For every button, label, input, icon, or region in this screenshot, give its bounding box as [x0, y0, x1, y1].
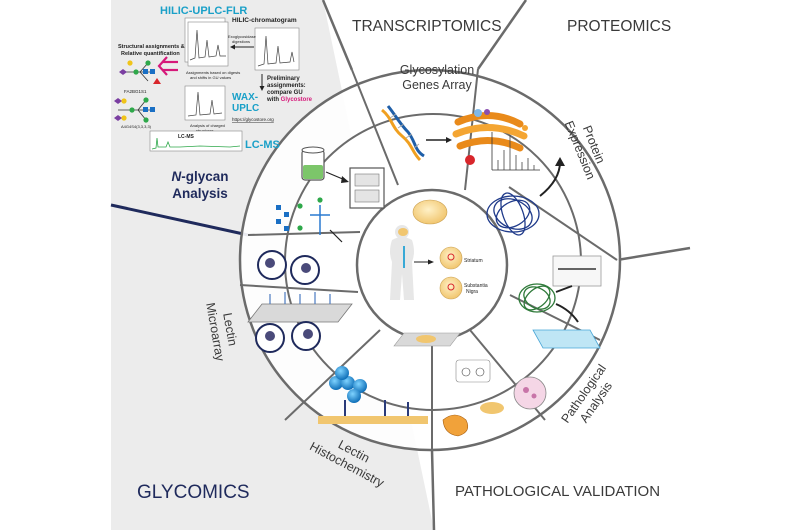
tissue-slice-icon — [480, 402, 504, 414]
substantia-nigra-label-2: Nigra — [466, 289, 478, 295]
curved-arrowhead — [555, 157, 565, 166]
protein-blob-green-icon — [518, 283, 556, 313]
gene-arrowhead — [446, 137, 452, 143]
nglycan-label-line-1: N-glycan — [171, 169, 228, 184]
western-blot-icon — [552, 255, 602, 287]
magenta-arrow — [157, 56, 178, 76]
striatum-marker — [447, 253, 455, 261]
center-arrowhead — [428, 259, 434, 265]
glycan-code-1: FA2BG1S1 — [124, 89, 147, 94]
glycosylation-label-2: Genes Array — [402, 78, 472, 92]
lcms-title: LC-MS — [245, 139, 280, 151]
brain-icon — [412, 199, 448, 225]
slide-tissue-icon — [416, 335, 436, 343]
split-arrow-up — [555, 285, 573, 293]
preliminary-line-2: assignments: — [267, 83, 306, 89]
wax-chromatogram-box — [184, 85, 226, 121]
histology-dot-1 — [523, 387, 529, 393]
pathology-cell-1 — [461, 367, 471, 377]
striatum-brain-icon — [439, 246, 463, 270]
preliminary-line-3: compare GU — [267, 90, 303, 96]
nglycan-label-line-2: Analysis — [172, 186, 228, 201]
lectin-microarray-icon — [247, 250, 353, 353]
glycan-structure-icon-2 — [114, 97, 155, 123]
glycomics-divider — [110, 203, 249, 237]
preliminary-line-4: with Glycostore — [266, 97, 313, 103]
preliminary-line-1: Preliminary — [267, 76, 300, 82]
striatum-label: Striatum — [464, 258, 483, 264]
human-silhouette-icon — [390, 237, 414, 300]
glycan-structure-icon-1 — [119, 60, 161, 84]
prelim-arrowhead — [259, 86, 265, 91]
lcms-small-label: LC-MS — [178, 134, 194, 140]
transcriptomics-header: TRANSCRIPTOMICS — [352, 18, 502, 35]
dna-helix-icon — [381, 105, 425, 162]
assignments-line-2: and shifts in GU values — [190, 75, 231, 80]
substantia-nigra-label-1: Substantia — [464, 283, 488, 289]
lectin-histochemistry-icon — [318, 366, 428, 424]
hilic-title: HILIC-UPLC-FLR — [160, 5, 247, 17]
hilic-chromatogram-label: HILIC-chromatogram — [232, 17, 297, 24]
head-brain-icon — [398, 228, 408, 236]
structural-line-1: Structural assignments & — [118, 44, 185, 50]
charged-line-1: Analysis of charged — [190, 123, 225, 128]
pathology-cell-2 — [475, 367, 485, 377]
protein-blob-blue-icon — [486, 192, 540, 236]
split-arrow-down — [555, 303, 579, 323]
lcms-box — [149, 130, 243, 152]
glycostore-url[interactable]: https://glycostore.org — [232, 117, 274, 122]
histology-dot-2 — [531, 393, 537, 399]
structural-line-2: Relative quantification — [121, 51, 180, 57]
assignments-line-1: Assignments based on digests — [186, 70, 240, 75]
mass-spectrum-icon — [491, 132, 540, 171]
charged-line-2: structures — [196, 128, 214, 133]
proteomics-header: PROTEOMICS — [567, 18, 671, 35]
glycan-code-2: A4G4S4(3,3,3,3) — [121, 124, 152, 129]
substantia-nigra-marker — [447, 283, 455, 291]
digest-arrowhead — [230, 44, 235, 50]
wax-title-line-1: WAX- — [232, 92, 258, 103]
sector-dividers — [321, 0, 691, 530]
wax-title-line-2: UPLC — [232, 103, 259, 114]
brain-slice-icon — [442, 414, 469, 437]
exoglycosidase-line-1: Exoglycosidase — [228, 34, 257, 39]
hilic-chromatogram-box — [254, 27, 300, 71]
histology-zoom-icon — [513, 376, 547, 410]
glycosylation-label-1: Glycosylation — [400, 63, 474, 77]
pathological-validation-header: PATHOLOGICAL VALIDATION — [455, 483, 660, 500]
golgi-apparatus-icon — [452, 109, 528, 165]
workflow-panel: HILIC-UPLC-FLR HILIC-chromatogram Exogly… — [114, 5, 313, 152]
protein-array-icon — [532, 329, 601, 349]
chromatogram-trace — [189, 29, 226, 61]
lcms-trace — [151, 137, 241, 150]
glycomics-header: GLYCOMICS — [137, 482, 250, 503]
substantia-nigra-brain-icon — [439, 276, 463, 300]
hilic-chromatogram-trace — [257, 35, 295, 67]
exoglycosidase-line-2: digestions — [232, 39, 250, 44]
chromatogram-box-2 — [187, 21, 229, 67]
lectin-microarray-line-1: Lectin — [220, 312, 240, 347]
center-illustration: Striatum Substantia Nigra — [390, 199, 488, 347]
wax-trace — [187, 91, 223, 117]
pathology-diagram-icon — [455, 359, 491, 383]
nglycan-lab-icons — [276, 146, 385, 243]
